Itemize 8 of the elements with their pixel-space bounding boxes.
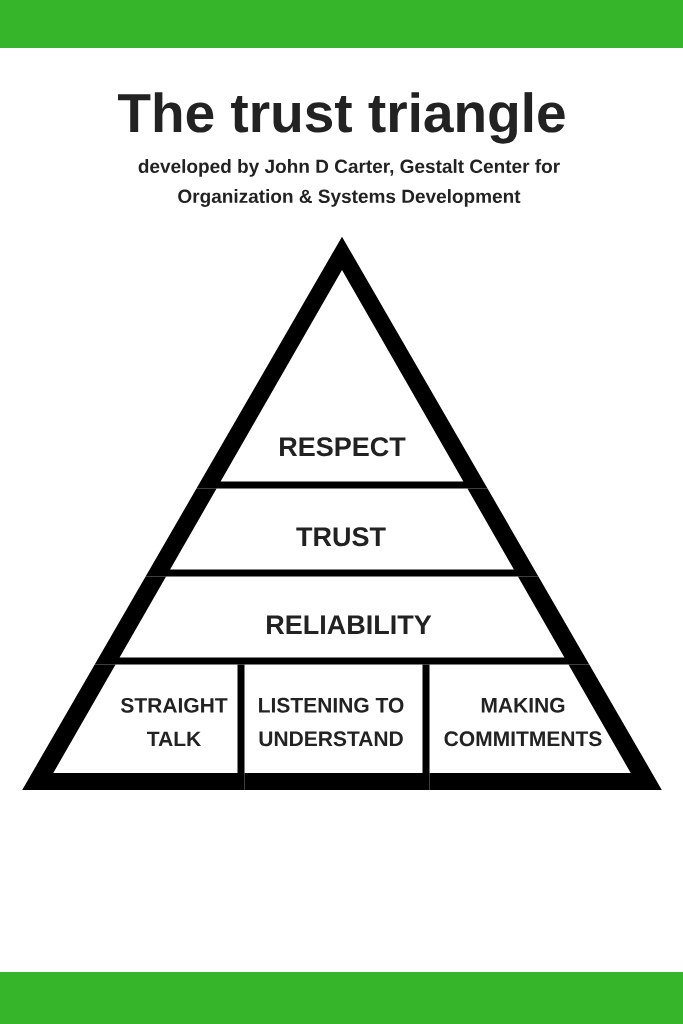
pyramid-block: LISTENING TO UNDERSTAND	[244, 664, 430, 790]
subtitle: developed by John D Carter, Gestalt Center for Organization & Systems Development	[138, 159, 560, 207]
pyramid-level: RELIABILITY	[94, 576, 590, 665]
pyramid-block: STRAIGHT TALK	[22, 664, 245, 790]
pyramid-block: MAKING COMMITMENTS	[429, 664, 662, 790]
title: The trust triangle	[118, 92, 565, 144]
pyramid-level: RESPECT	[196, 236, 488, 489]
pyramid-level: TRUST	[145, 488, 539, 577]
